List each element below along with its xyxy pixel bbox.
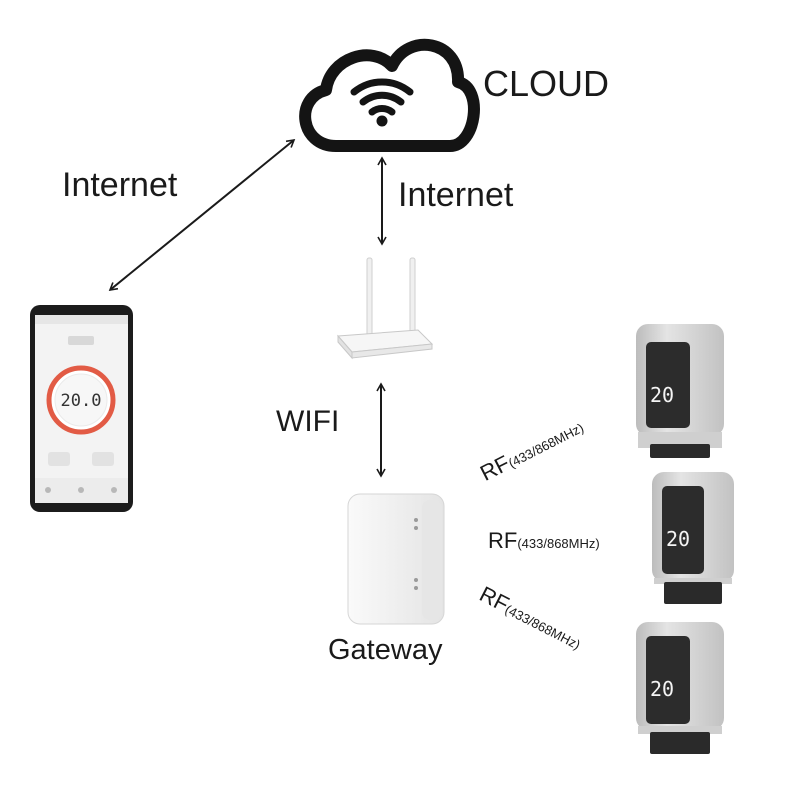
cloud-icon [299,38,480,152]
internet-label-router: Internet [398,176,514,214]
thermostat-display: 20 [650,383,674,407]
rf-label-2: RF(433/868MHz) [488,530,600,552]
internet-arrow-phone [108,138,296,292]
thermostat-3: 20 [636,622,724,754]
gateway-label: Gateway [328,634,443,666]
phone-temperature: 20.0 [61,391,102,411]
rf-text: RF [488,528,518,553]
rf-frequency: (433/868MHz) [517,536,600,551]
thermostat-2: 20 [652,472,734,604]
gateway-device [347,493,445,625]
wifi-label: WIFI [276,405,340,438]
thermostat-display: 20 [666,527,690,551]
router [336,257,434,360]
wifi-icon [350,78,414,127]
internet-label-phone: Internet [62,166,178,204]
cloud-label: CLOUD [483,63,610,104]
thermostat-1: 20 [636,324,724,458]
thermostat-display: 20 [650,677,674,701]
phone: 20.0 [30,305,133,512]
